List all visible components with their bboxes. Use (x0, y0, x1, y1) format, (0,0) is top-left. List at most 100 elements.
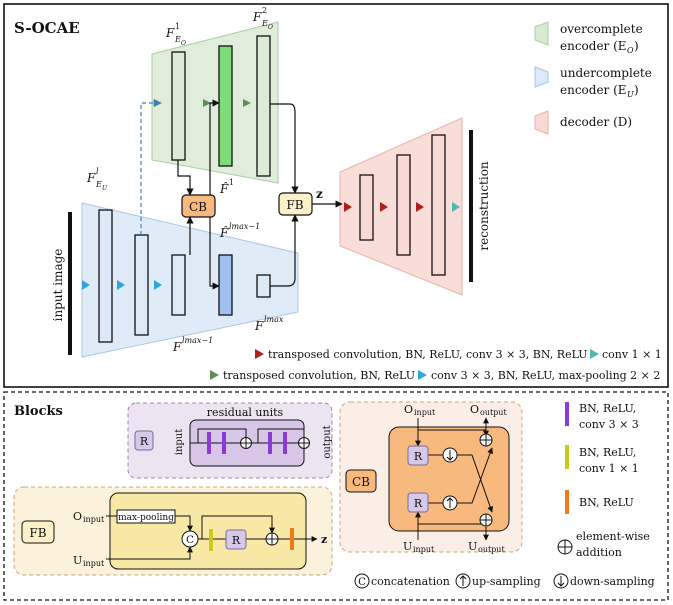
ue-layer-4 (218, 254, 233, 316)
fb-z-label: z (321, 533, 327, 546)
oe-layer-1 (171, 51, 186, 161)
svg-text:lmax: lmax (264, 315, 284, 324)
svg-text:F: F (165, 26, 175, 40)
svg-text:input: input (413, 545, 435, 554)
svg-text:lmax−1: lmax−1 (229, 222, 260, 231)
svg-text:decoder (D): decoder (D) (560, 115, 632, 129)
reconstruction-label: reconstruction (477, 161, 491, 251)
residual-conv-bar-3 (268, 432, 272, 454)
svg-text:conv 3 × 3, BN, ReLU, max-pool: conv 3 × 3, BN, ReLU, max-pooling 2 × 2 (431, 369, 660, 382)
legend-decoder: decoder (D) (534, 110, 632, 135)
fb-r-label: R (232, 534, 241, 547)
fb-block-label-box (21, 520, 55, 544)
cb-up-sampling-icon (442, 495, 458, 511)
svg-text:conv 3 × 3: conv 3 × 3 (579, 418, 639, 431)
blue-arrow-3 (154, 280, 162, 290)
svg-text:BN, ReLU,: BN, ReLU, (579, 402, 636, 415)
svg-text:U: U (403, 540, 412, 553)
ue-layer-2 (134, 234, 149, 336)
cb-box (181, 194, 216, 218)
blue-arrow-2 (117, 280, 125, 290)
conn-cb-to-oe (209, 99, 220, 195)
legend-down-sampling-icon: down-sampling (553, 573, 655, 589)
svg-text:transposed convolution, BN, Re: transposed convolution, BN, ReLU (223, 369, 415, 382)
svg-text:F: F (252, 10, 262, 24)
svg-text:2: 2 (262, 6, 267, 15)
svg-text:undercomplete: undercomplete (560, 66, 652, 80)
svg-text:E: E (261, 19, 268, 28)
oe-layer-2 (218, 45, 233, 167)
label-flmax: F lmax (254, 315, 284, 333)
legend-addition-icon: element-wise addition (557, 530, 650, 559)
cb-block-label-box (345, 469, 377, 493)
svg-text:lmax−1: lmax−1 (182, 336, 213, 345)
ue-layer-5 (256, 274, 271, 298)
fb-u-input-label: U input (73, 554, 105, 568)
dec-layer-1 (359, 174, 374, 241)
svg-text:input: input (83, 559, 105, 568)
z-label: z (316, 187, 323, 201)
residual-r-box (134, 430, 154, 451)
fb-concat-label: C (186, 535, 194, 546)
skip-dashed-connection (140, 99, 161, 235)
svg-text:input: input (83, 515, 105, 524)
svg-text:E: E (95, 180, 102, 189)
svg-text:conv 1 × 1: conv 1 × 1 (602, 348, 662, 361)
svg-text:U: U (102, 185, 108, 192)
svg-text:): ) (634, 39, 639, 53)
cb-add-circle-bottom (479, 513, 493, 527)
svg-text:l: l (96, 167, 99, 176)
svg-text:element-wise: element-wise (576, 530, 650, 543)
svg-text:input: input (414, 408, 436, 417)
legend-blue-arrow: conv 3 × 3, BN, ReLU, max-pooling 2 × 2 (418, 369, 660, 382)
svg-text:up-sampling: up-sampling (472, 575, 541, 588)
svg-text:output: output (480, 408, 507, 417)
svg-text:): ) (634, 83, 639, 97)
legend-concat-icon: C concatenation (354, 573, 450, 589)
legend-green-arrow: transposed convolution, BN, ReLU (210, 369, 415, 382)
cb-block-label: CB (352, 475, 370, 489)
conn-oe-to-fb (270, 103, 299, 194)
residual-units-label: residual units (207, 406, 284, 419)
blue-arrow-1 (82, 280, 90, 290)
label-flmax-1: F lmax−1 (172, 336, 213, 354)
svg-text:F: F (172, 340, 182, 354)
svg-text:concatenation: concatenation (371, 575, 450, 588)
legend-teal-arrow: conv 1 × 1 (590, 348, 662, 361)
svg-text:output: output (478, 545, 505, 554)
svg-text:BN, ReLU: BN, ReLU (579, 496, 634, 509)
fb-box-label: FB (286, 198, 303, 212)
svg-text:encoder (E: encoder (E (560, 39, 627, 53)
teal-arrow-1 (452, 202, 460, 212)
residual-r-label: R (140, 435, 149, 448)
fb-concat-circle (181, 530, 199, 548)
residual-conv-bar-1 (207, 432, 211, 454)
svg-text:O: O (268, 24, 273, 31)
residual-output-label: output (322, 425, 333, 458)
conn-cb-to-ue2 (209, 217, 220, 290)
label-fhat-o: F̂ 1 (219, 178, 234, 196)
cb-u-input-label: U input (403, 540, 435, 554)
blocks-title: Blocks (14, 404, 63, 419)
svg-text:F: F (254, 319, 264, 333)
svg-text:down-sampling: down-sampling (570, 575, 655, 588)
green-arrow-3 (243, 99, 251, 107)
ue-layer-3 (171, 254, 186, 316)
conn-ue-to-fb (270, 214, 299, 287)
residual-input-label: input (174, 429, 185, 456)
oe-layer-3 (256, 35, 271, 177)
svg-text:U: U (468, 540, 477, 553)
svg-text:BN, ReLU,: BN, ReLU, (579, 446, 636, 459)
red-arrow-2 (380, 202, 388, 212)
residual-conv-bar-4 (283, 432, 287, 454)
red-arrow-1 (344, 202, 352, 212)
label-fe1: F 1 E O (165, 22, 186, 47)
svg-text:O: O (627, 46, 634, 55)
svg-text:transposed convolution, BN, Re: transposed convolution, BN, ReLU, conv 3… (268, 348, 588, 361)
residual-conv-bar-2 (222, 432, 226, 454)
cb-box-label: CB (189, 200, 207, 214)
cb-r-label-top: R (414, 450, 423, 463)
fb-o-input-label: O input (73, 510, 105, 524)
fb-conv1x1-bar (209, 529, 213, 551)
legend-overcomplete: overcomplete encoder (E O ) (534, 21, 643, 55)
